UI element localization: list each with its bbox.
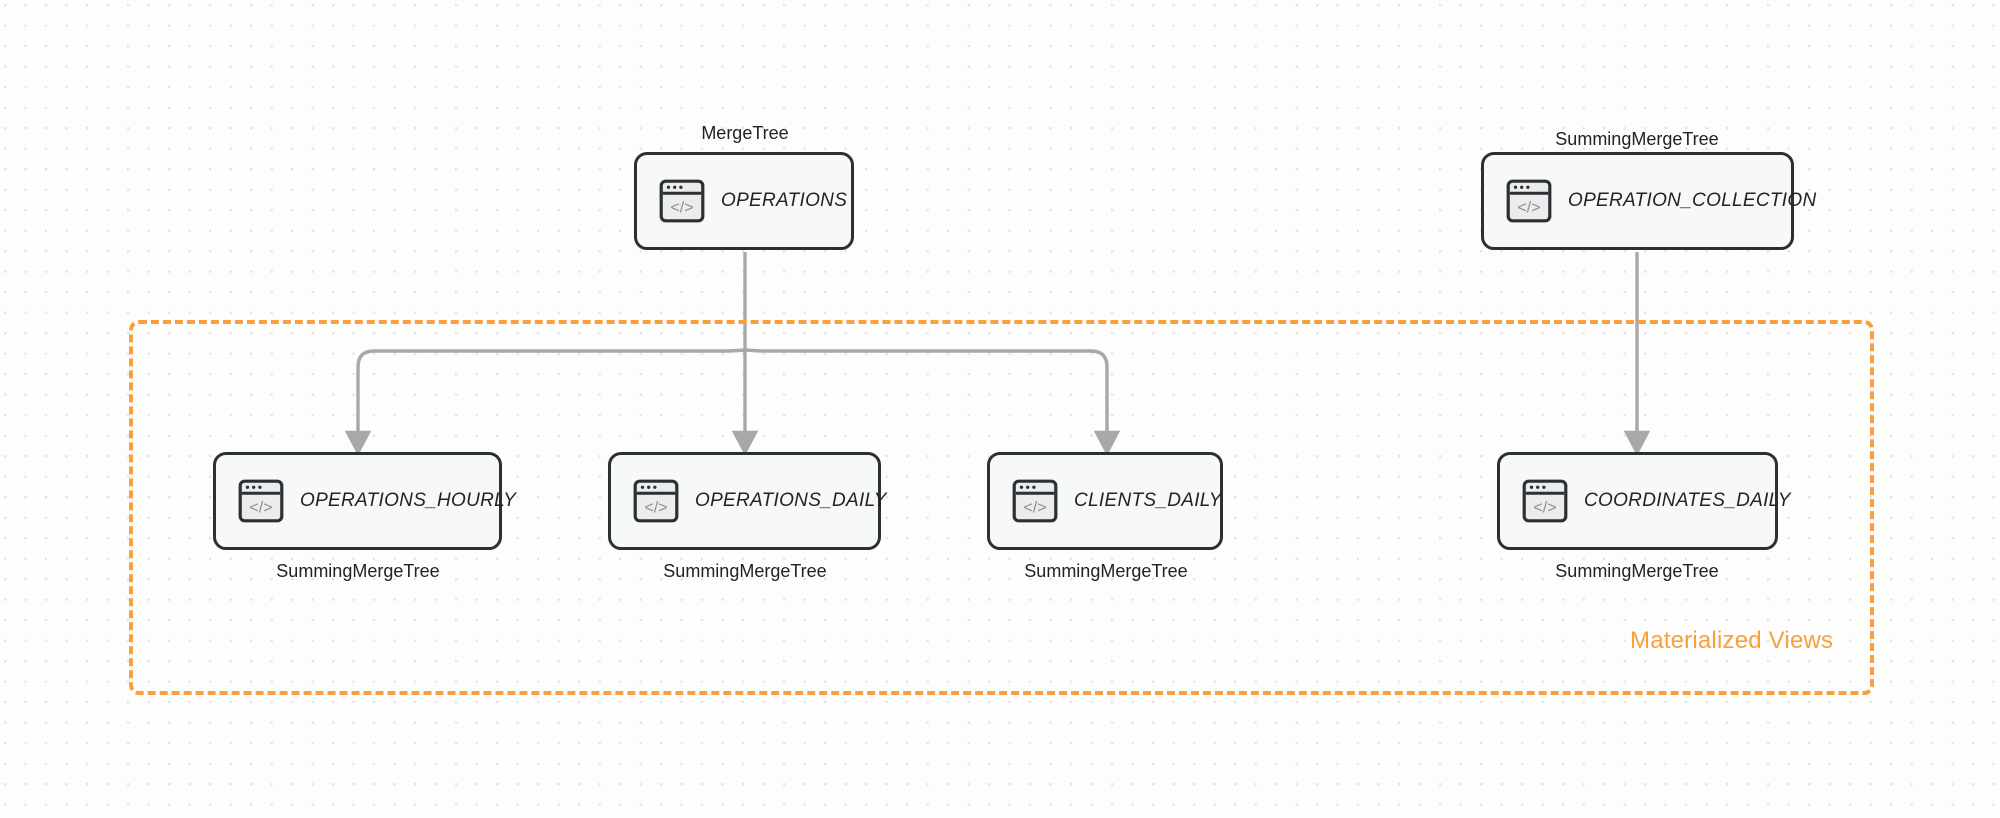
code-window-icon-wrap: </>: [1506, 179, 1552, 223]
node-operations_daily[interactable]: </> OPERATIONS_DAILY: [608, 452, 886, 550]
code-window-icon: </>: [238, 479, 284, 523]
engine-label-operations_daily: SummingMergeTree: [663, 561, 827, 581]
node-operations[interactable]: </> OPERATIONS: [634, 152, 854, 250]
code-window-icon: </>: [1012, 479, 1058, 523]
node-coordinates_daily[interactable]: </> COORDINATES_DAILY: [1497, 452, 1790, 550]
node-title: OPERATIONS_HOURLY: [300, 490, 517, 511]
svg-text:</>: </>: [249, 500, 272, 517]
code-window-icon-wrap: </>: [1012, 479, 1058, 523]
engine-label-coordinates_daily: SummingMergeTree: [1555, 561, 1719, 581]
engine-label-operations_hourly: SummingMergeTree: [276, 561, 440, 581]
svg-text:</>: </>: [644, 500, 667, 517]
svg-text:</>: </>: [1023, 500, 1046, 517]
node-clients_daily[interactable]: </> CLIENTS_DAILY: [987, 452, 1223, 550]
code-window-icon-wrap: </>: [238, 479, 284, 523]
code-window-icon: </>: [1506, 179, 1552, 223]
svg-text:</>: </>: [1533, 500, 1556, 517]
engine-label-operations: MergeTree: [701, 123, 789, 143]
node-operation_collection[interactable]: </> OPERATION_COLLECTION: [1481, 152, 1816, 250]
code-window-icon-wrap: </>: [659, 179, 705, 223]
code-window-icon: </>: [1522, 479, 1568, 523]
node-operations_hourly[interactable]: </> OPERATIONS_HOURLY: [213, 452, 516, 550]
code-window-icon: </>: [633, 479, 679, 523]
materialized-views-group: [129, 320, 1874, 695]
code-window-icon: </>: [659, 179, 705, 223]
node-title: COORDINATES_DAILY: [1584, 490, 1791, 511]
engine-label-operation_collection: SummingMergeTree: [1555, 129, 1719, 149]
materialized-views-group-label: Materialized Views: [1630, 627, 1834, 654]
engine-label-clients_daily: SummingMergeTree: [1024, 561, 1188, 581]
svg-text:</>: </>: [670, 200, 693, 217]
node-title: OPERATION_COLLECTION: [1568, 190, 1817, 211]
node-title: OPERATIONS_DAILY: [695, 490, 887, 511]
code-window-icon-wrap: </>: [1522, 479, 1568, 523]
code-window-icon-wrap: </>: [633, 479, 679, 523]
node-title: CLIENTS_DAILY: [1074, 490, 1222, 511]
svg-text:</>: </>: [1517, 200, 1540, 217]
node-title: OPERATIONS: [721, 190, 848, 211]
